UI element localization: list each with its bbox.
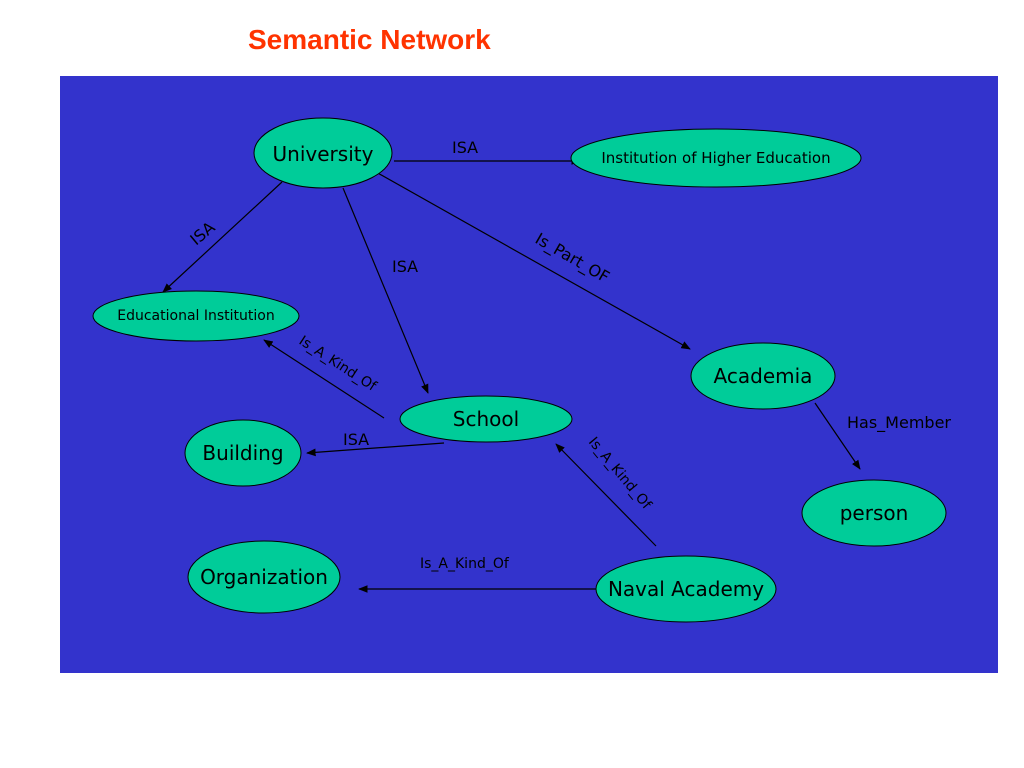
page-title: Semantic Network xyxy=(248,24,491,55)
node-school: School xyxy=(399,395,573,443)
node-label: Organization xyxy=(200,565,328,589)
node-person: person xyxy=(801,479,947,547)
edge-label: Is_Part_OF xyxy=(532,229,613,288)
edge-university-academia: Is_Part_OF xyxy=(375,171,691,350)
edge-label: ISA xyxy=(343,430,369,449)
node-naval-academy: Naval Academy xyxy=(595,555,777,623)
edge-school-building: ISA xyxy=(306,430,445,457)
node-organization: Organization xyxy=(187,540,341,614)
edge-university-ihe: ISA xyxy=(394,138,581,165)
edge-naval-academy-organization: Is_A_Kind_Of xyxy=(358,556,598,593)
node-label: Educational Institution xyxy=(117,308,274,324)
edge-label: Is_A_Kind_Of xyxy=(585,434,655,513)
edge-university-educational-institution: ISA xyxy=(162,181,283,293)
node-institution-higher-education: Institution of Higher Education xyxy=(570,128,862,188)
edge-label: Is_A_Kind_Of xyxy=(296,333,380,395)
node-university: University xyxy=(253,117,393,189)
node-label: University xyxy=(273,142,374,166)
node-label: Naval Academy xyxy=(608,577,764,601)
edge-school-educational-institution: Is_A_Kind_Of xyxy=(263,333,385,419)
node-building: Building xyxy=(184,419,302,487)
edge-label: ISA xyxy=(392,257,418,276)
node-label: person xyxy=(840,501,909,525)
node-label: Academia xyxy=(714,364,813,388)
node-educational-institution: Educational Institution xyxy=(92,290,300,342)
node-label: Institution of Higher Education xyxy=(601,149,830,167)
edge-label: ISA xyxy=(452,138,478,157)
edge-label: Has_Member xyxy=(847,413,951,433)
edge-naval-academy-school: Is_A_Kind_Of xyxy=(555,434,657,547)
node-academia: Academia xyxy=(690,342,836,410)
edge-academia-person: Has_Member xyxy=(814,402,951,470)
edge-university-school: ISA xyxy=(342,187,429,394)
node-label: School xyxy=(453,407,519,431)
node-label: Building xyxy=(202,441,283,465)
edge-label: Is_A_Kind_Of xyxy=(420,556,510,572)
